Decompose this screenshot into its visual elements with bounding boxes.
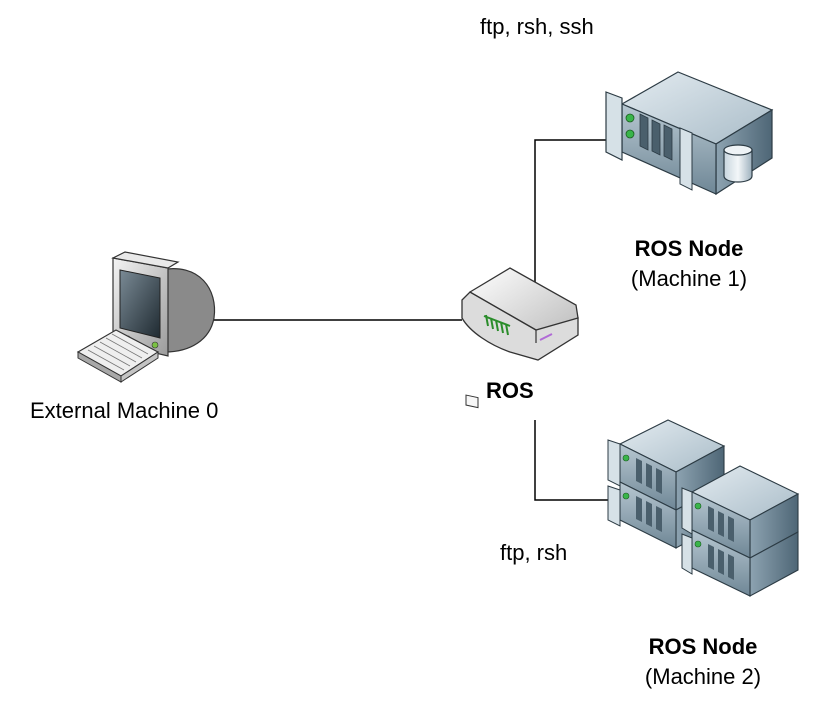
node1-protocols-label: ftp, rsh, ssh: [480, 14, 594, 39]
link-router-to-node2: [534, 420, 610, 501]
node1-subtitle: (Machine 1): [630, 266, 748, 291]
node2-title: ROS Node: [648, 634, 758, 659]
node2-subtitle: (Machine 2): [644, 664, 762, 689]
server-unit: [681, 465, 800, 559]
link-router-to-node1: [534, 139, 608, 283]
connections: [210, 139, 610, 501]
node1-title: ROS Node: [634, 236, 744, 261]
router-label: ROS: [486, 378, 534, 403]
server-unit: [681, 529, 799, 597]
node2-protocols-label: ftp, rsh: [500, 540, 568, 565]
router-icon: [461, 267, 579, 409]
external-machine-label: External Machine 0: [30, 398, 219, 423]
server-cluster-icon: [607, 419, 800, 597]
desktop-computer-icon: [76, 251, 216, 383]
server-with-database-icon: [605, 71, 774, 196]
